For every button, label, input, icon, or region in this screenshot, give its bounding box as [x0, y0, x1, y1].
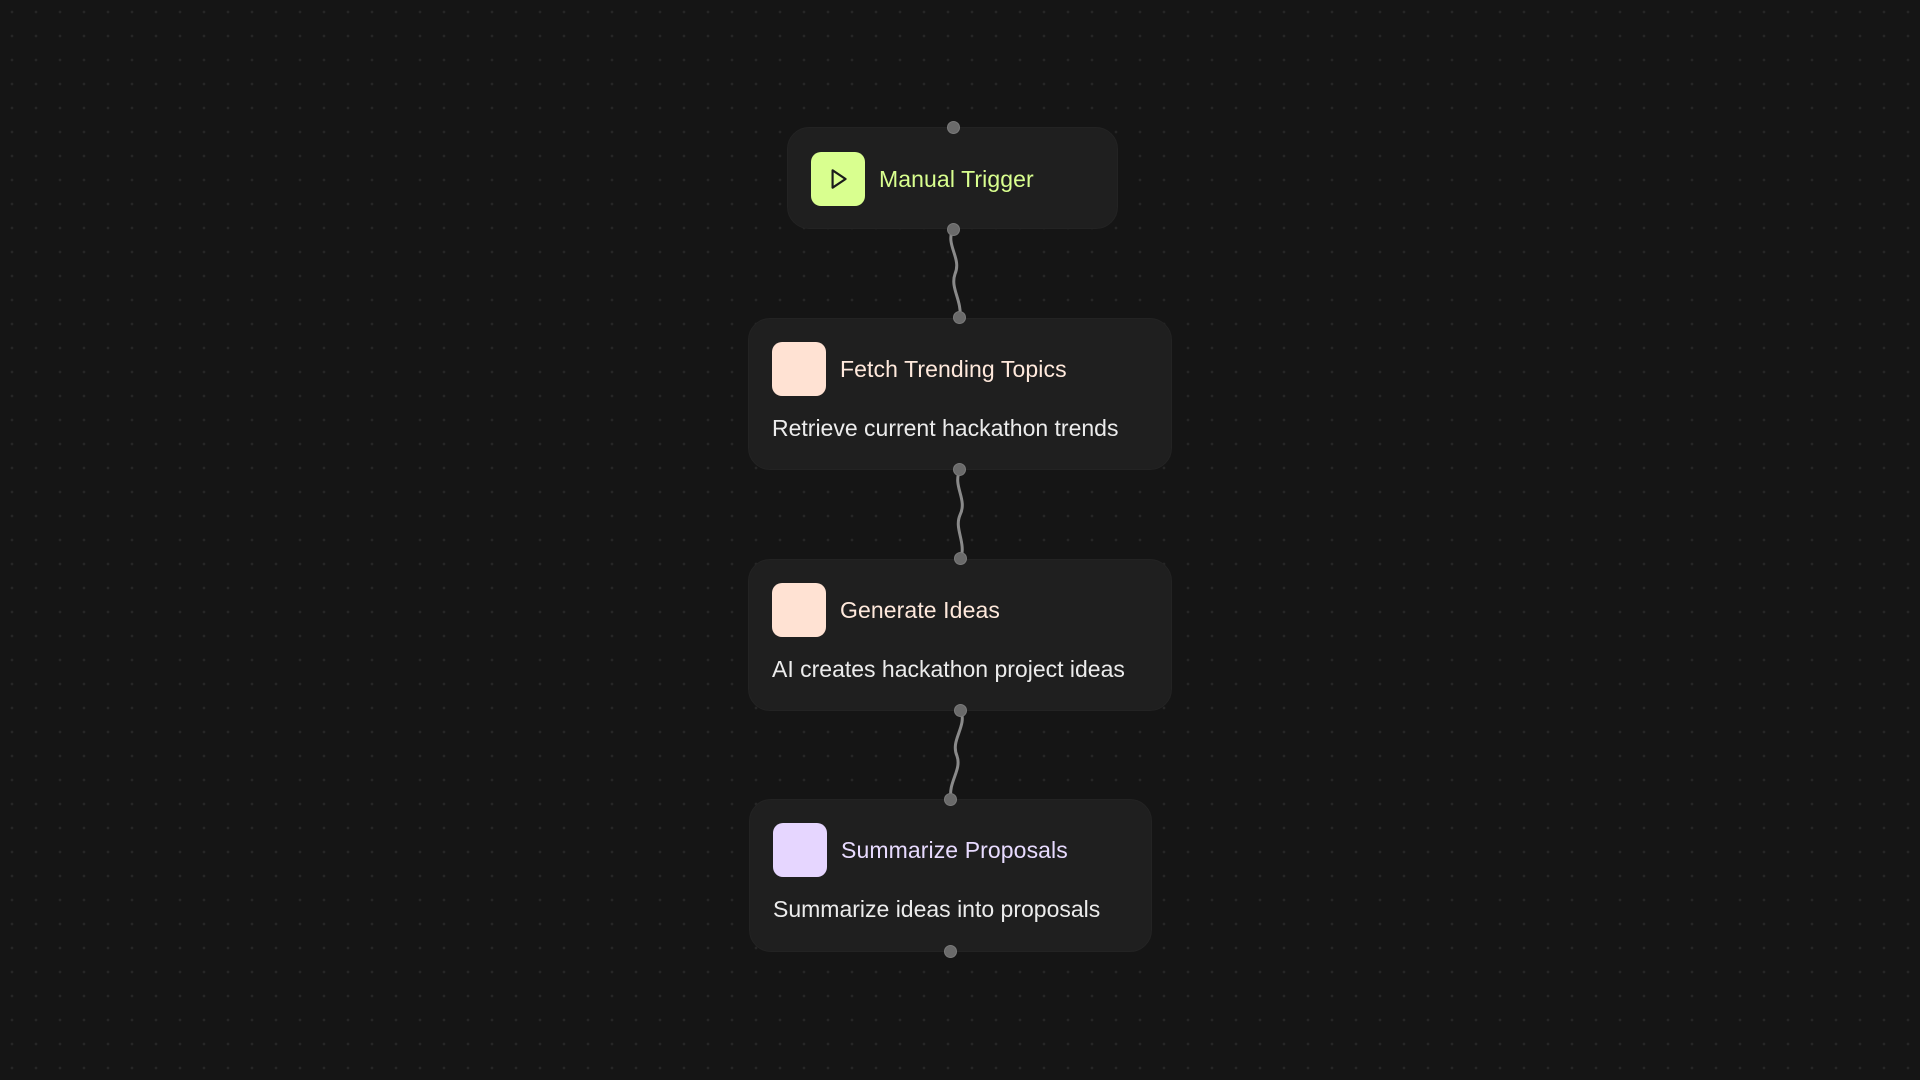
node-title: Manual Trigger	[879, 165, 1034, 192]
node-output-handle[interactable]	[954, 704, 967, 717]
node-input-handle[interactable]	[954, 552, 967, 565]
node-icon-box	[772, 583, 826, 637]
edge-fetch-to-generate	[956, 468, 964, 561]
node-icon-box	[811, 152, 865, 206]
node-title: Fetch Trending Topics	[840, 355, 1067, 382]
node-summarize-proposals[interactable]: Summarize Proposals Summarize ideas into…	[749, 799, 1152, 952]
node-description: AI creates hackathon project ideas	[772, 656, 1125, 682]
node-description: Retrieve current hackathon trends	[772, 415, 1119, 441]
node-header: Summarize Proposals	[773, 823, 1068, 877]
node-icon-box	[772, 342, 826, 396]
node-manual-trigger[interactable]: Manual Trigger	[787, 127, 1118, 229]
node-title: Generate Ideas	[840, 596, 1000, 623]
node-header: Manual Trigger	[811, 152, 1034, 206]
node-input-handle[interactable]	[947, 121, 960, 134]
edge-trigger-to-fetch	[949, 227, 962, 320]
node-fetch-trending-topics[interactable]: Fetch Trending Topics Retrieve current h…	[748, 318, 1172, 470]
edge-generate-to-summarize	[949, 709, 964, 801]
node-input-handle[interactable]	[944, 793, 957, 806]
node-header: Fetch Trending Topics	[772, 342, 1067, 396]
node-output-handle[interactable]	[947, 223, 960, 236]
node-output-handle[interactable]	[944, 945, 957, 958]
node-input-handle[interactable]	[953, 311, 966, 324]
node-header: Generate Ideas	[772, 583, 1000, 637]
node-output-handle[interactable]	[953, 463, 966, 476]
node-generate-ideas[interactable]: Generate Ideas AI creates hackathon proj…	[748, 559, 1172, 711]
node-title: Summarize Proposals	[841, 836, 1068, 863]
node-icon-box	[773, 823, 827, 877]
play-icon	[831, 169, 847, 189]
node-description: Summarize ideas into proposals	[773, 896, 1101, 922]
